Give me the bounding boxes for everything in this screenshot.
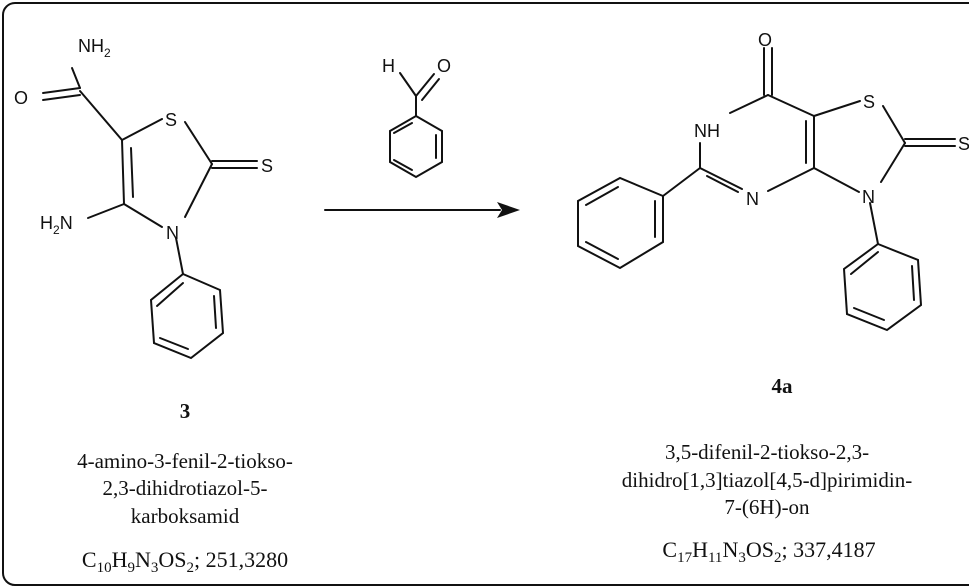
product-ring-n: N [862,187,875,207]
reagent-aldehyde-o: O [437,56,451,76]
reactant-ring-n: N [166,223,179,243]
reactant-name-line-3: karboksamid [131,504,240,528]
product-number: 4a [772,374,794,398]
product-nh: NH [694,121,720,141]
reactant-thione-s: S [261,156,273,176]
reagent-aldehyde-h: H [382,56,395,76]
reactant-nh2-amide: NH2 [78,36,111,60]
reaction-arrow [324,202,520,218]
product-carbonyl-o: O [758,30,772,50]
product-name-line-1: 3,5-difenil-2-tiokso-2,3- [665,440,869,464]
product-structure: O NH S S N N [577,30,969,332]
reactant-number: 3 [180,399,191,423]
product-name-line-2: dihidro[1,3]tiazol[4,5-d]pirimidin- [622,468,912,492]
reagent-benzaldehyde: H O [382,56,451,179]
product-thione-s: S [958,134,969,154]
reactant-carbonyl-o: O [14,88,28,108]
product-name-line-3: 7-(6H)-on [724,495,810,519]
product-formula: C17H11N3OS2; 337,4187 [662,537,875,566]
reactant-h2n-amino: H2N [40,213,73,237]
reactant-structure: NH2 O S S N H2N [14,36,273,360]
product-ring-s: S [863,92,875,112]
reactant-name-line-1: 4-amino-3-fenil-2-tiokso- [77,449,293,473]
reactant-formula: C10H9N3OS2; 251,3280 [82,547,288,576]
reactant-ring-s: S [165,110,177,130]
product-pyrimidine-n: N [746,189,759,209]
reactant-name-line-2: 2,3-dihidrotiazol-5- [102,476,267,500]
